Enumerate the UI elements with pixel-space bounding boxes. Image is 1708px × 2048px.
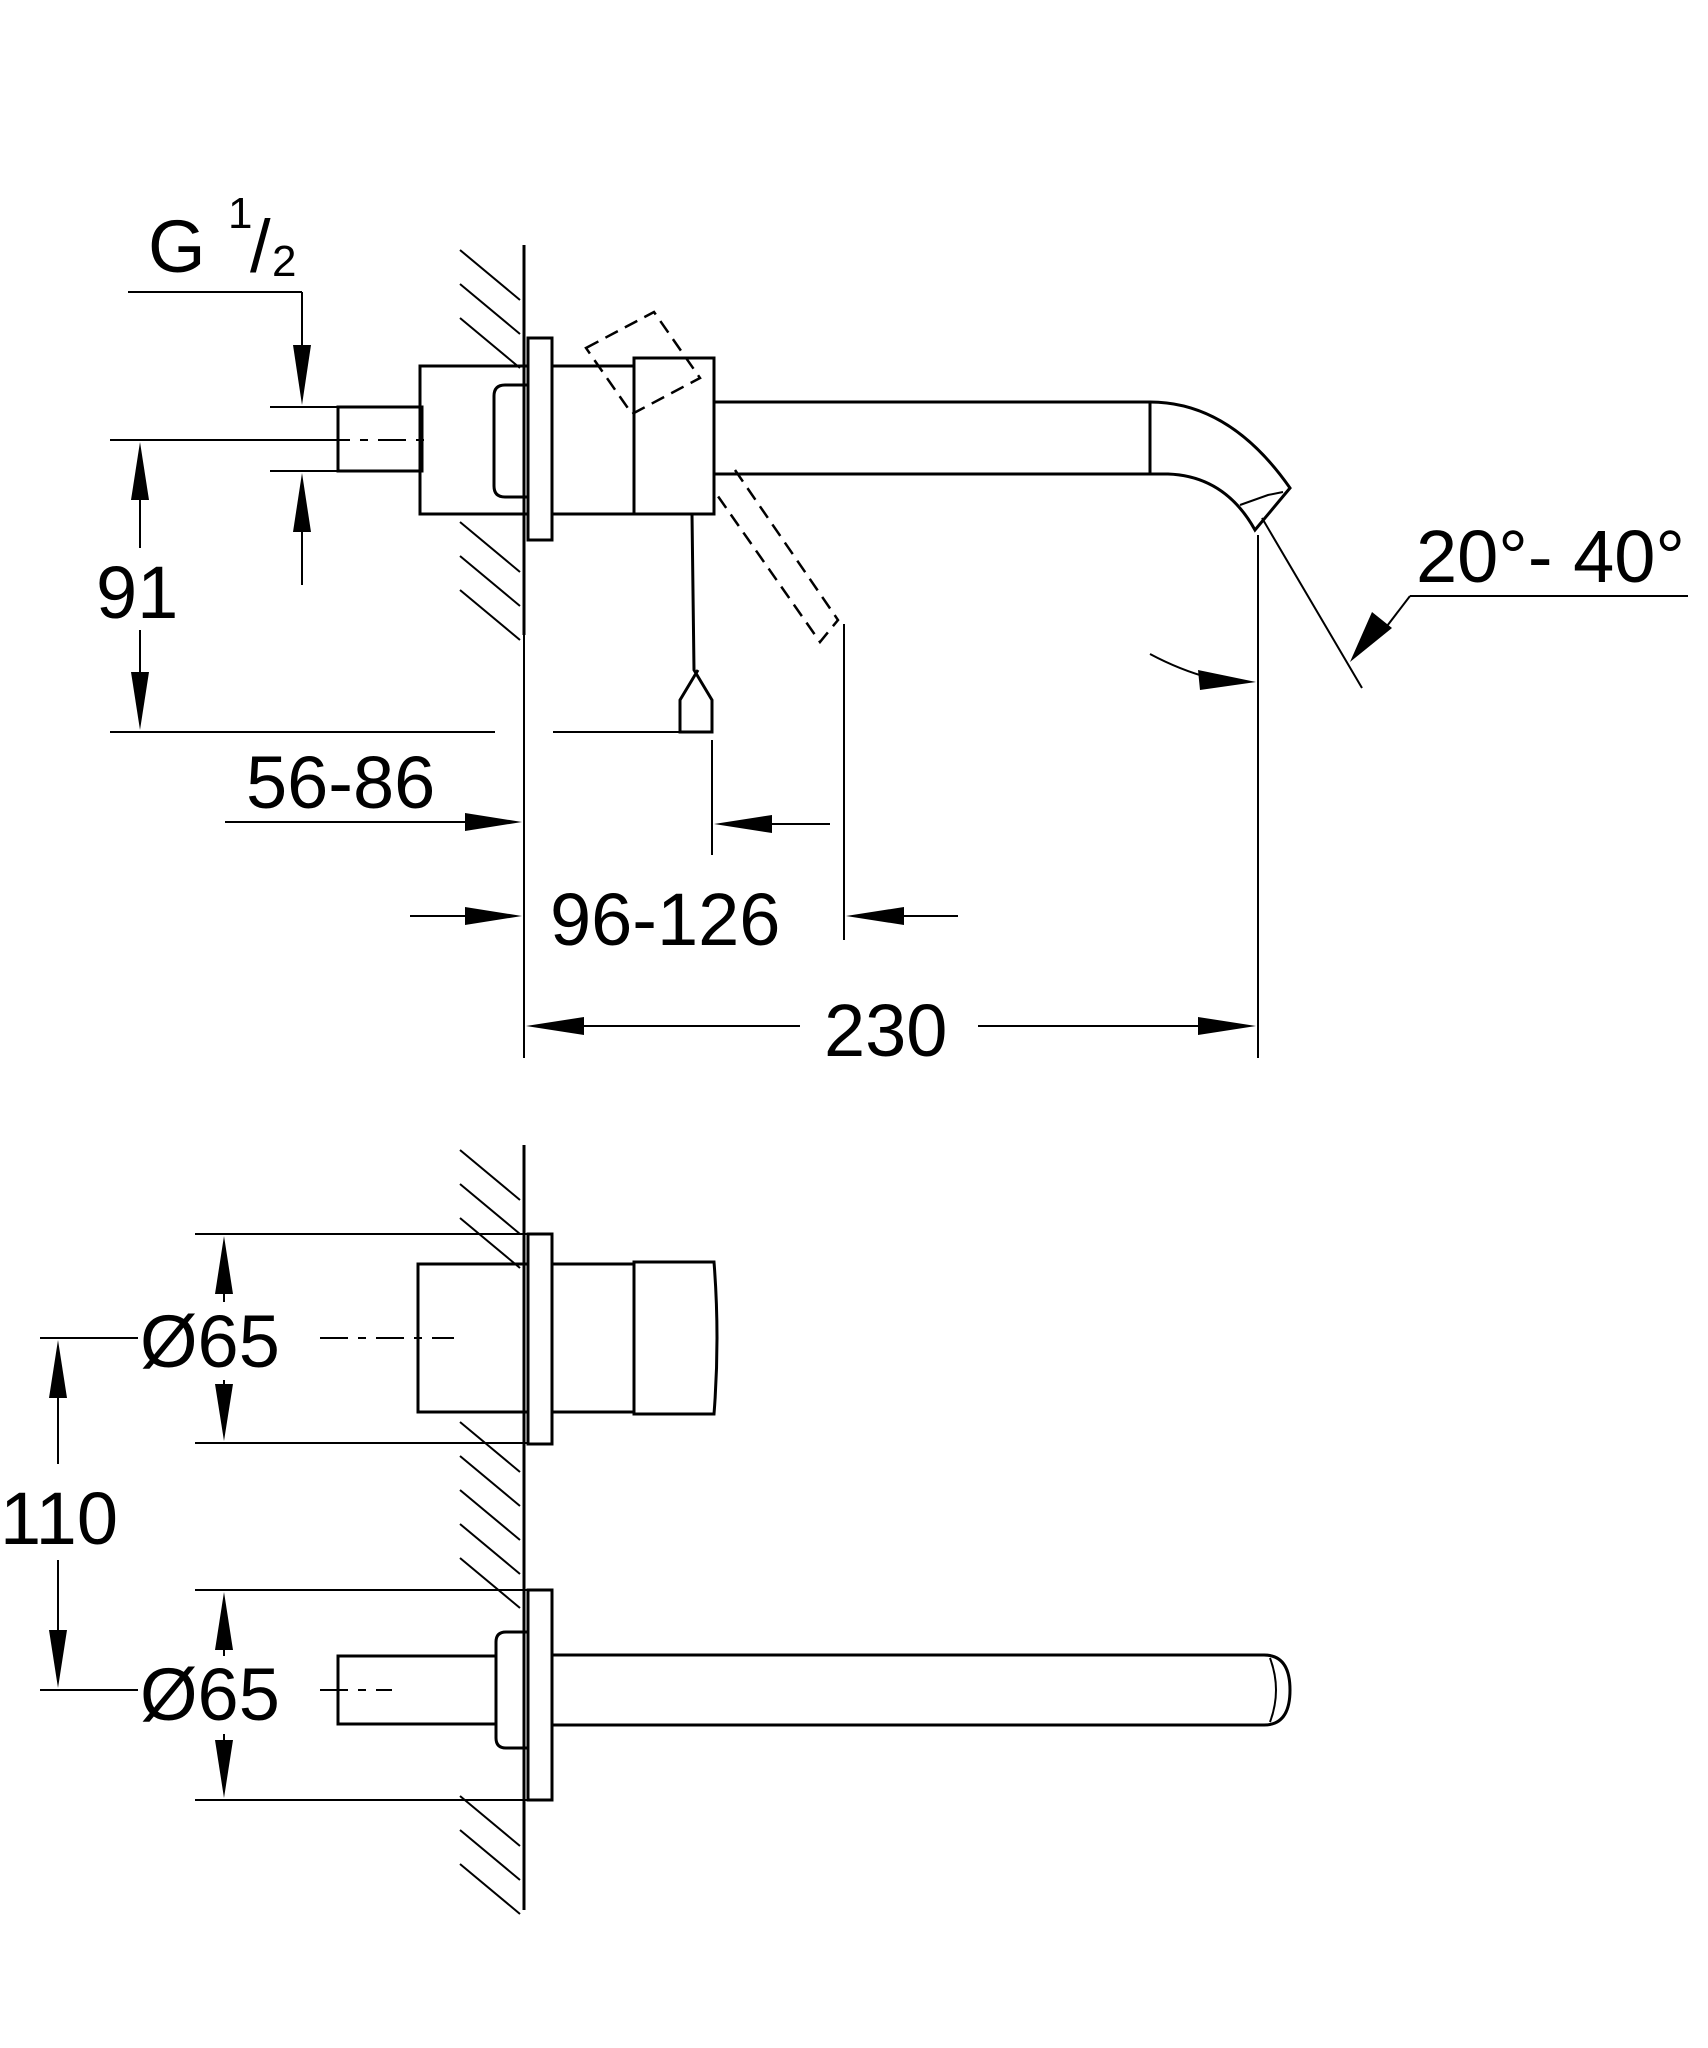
thread-g-label: G — [148, 205, 206, 288]
wall-hatch-line — [459, 555, 521, 607]
thread-slash-label: / — [250, 205, 271, 288]
diameter-top-label: Ø65 — [140, 1300, 280, 1383]
diameter-bottom-label: Ø65 — [140, 1653, 280, 1736]
spout-front — [552, 1653, 1292, 1727]
angle-dimension: 20°- 40° — [1149, 515, 1688, 690]
thread-den-label: 2 — [272, 237, 296, 286]
wall-hatch-line — [459, 1183, 521, 1235]
spout-collar — [492, 383, 528, 499]
wall-hatch-line — [459, 1421, 521, 1473]
side-view: G 1 / 2 91 56-86 96-126 — [96, 189, 1688, 1072]
thread-dimension: G 1 / 2 — [128, 189, 338, 585]
wall-hatch-line — [459, 1149, 521, 1201]
spout-plate-front — [526, 1588, 554, 1802]
escutcheon-plate — [526, 336, 554, 542]
mixer-plate-front — [526, 1232, 554, 1446]
thread-num-label: 1 — [228, 189, 252, 238]
wall-56-86-label: 56-86 — [246, 741, 435, 824]
diameter-bottom-dimension: Ø65 — [140, 1589, 528, 1801]
mixer-housing-front — [550, 1262, 636, 1414]
wall-hatch-line — [459, 1489, 521, 1541]
wall-hatch-line — [459, 317, 521, 369]
wall-hatch-line — [459, 521, 521, 573]
wall-hatch-line — [459, 1557, 521, 1609]
lever-96-126-label: 96-126 — [550, 878, 780, 961]
cartridge-housing — [552, 364, 634, 516]
height-dimension: 91 — [96, 442, 178, 730]
lever — [678, 513, 714, 734]
wall-hatch-line — [459, 1217, 521, 1269]
spout — [714, 400, 1292, 533]
lever-housing — [632, 356, 716, 516]
lever-up-position — [584, 310, 702, 416]
wall-hatch-line — [459, 283, 521, 335]
mixer-handle-front — [632, 1260, 719, 1416]
lever-dimension: 96-126 — [550, 740, 958, 961]
wall-hatch-line — [459, 1829, 521, 1881]
wall-front — [459, 1145, 526, 1915]
wall-hatch-line — [459, 1455, 521, 1507]
wall-hatch-line — [459, 589, 521, 641]
center-distance-dimension: 110 — [0, 1337, 138, 1691]
angle-label: 20°- 40° — [1416, 515, 1685, 598]
diameter-top-dimension: Ø65 — [140, 1233, 528, 1444]
wall-hatch-line — [459, 1863, 521, 1915]
projection-dimension: 230 — [523, 535, 1259, 1072]
wall-hatch-line — [459, 1523, 521, 1575]
wall-side — [459, 245, 526, 641]
projection-230-label: 230 — [824, 989, 947, 1072]
mixer-body — [418, 364, 530, 516]
wall-depth-dimension: 56-86 — [225, 741, 522, 925]
lever-swing-position — [713, 469, 840, 645]
height-91-label: 91 — [96, 551, 178, 634]
center-110-label: 110 — [0, 1477, 118, 1560]
wall-hatch-line — [459, 1795, 521, 1847]
wall-hatch-line — [459, 249, 521, 301]
front-view: Ø65 Ø65 110 — [0, 1145, 1292, 1915]
